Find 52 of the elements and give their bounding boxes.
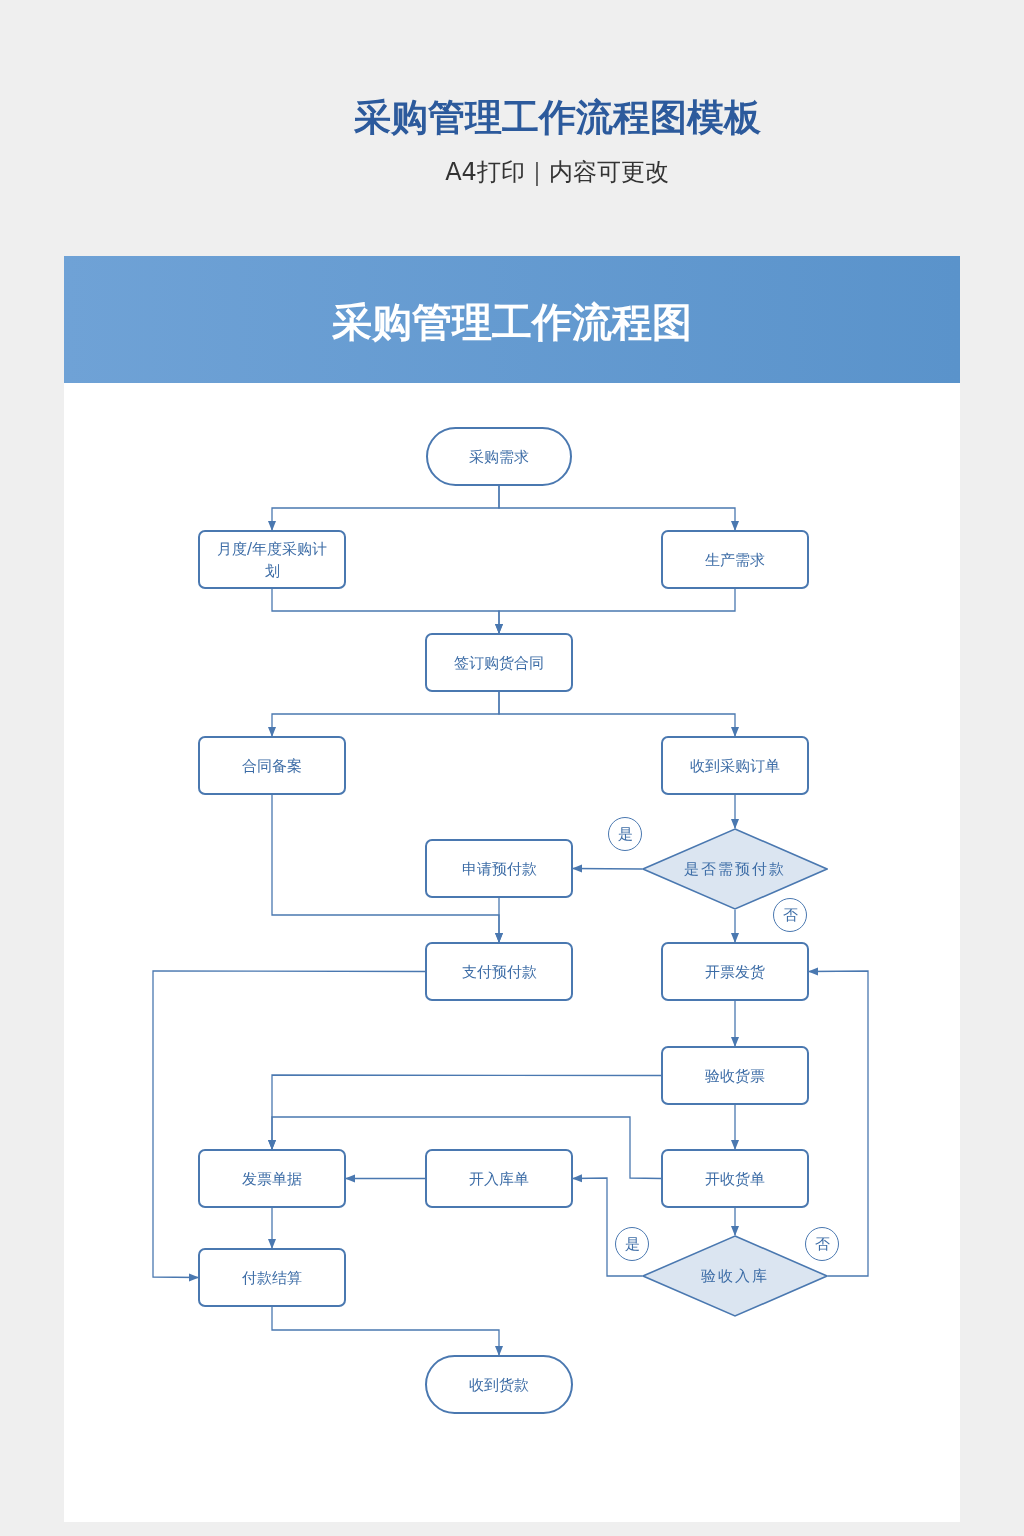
diagram-title: 采购管理工作流程图 [331,298,693,347]
connector-arrow [731,1207,739,1236]
node-label: 开入库单 [468,1168,530,1190]
process-box [661,1149,809,1208]
node-label: 收到货款 [468,1374,530,1396]
connector-arrow [731,794,739,829]
connector-arrow [495,588,736,634]
connector-arrow [495,897,503,943]
connector-arrow [271,1306,503,1356]
node-label: 开票发货 [704,961,766,983]
connector-arrow [498,691,739,737]
process-box [425,839,573,898]
node-label: 申请预付款 [460,858,538,880]
node-label: 生产需求 [704,549,766,571]
node-label: 发票单据 [241,1168,303,1190]
node-label: 采购需求 [468,446,530,468]
decision-diamond [642,1235,828,1317]
node-label: 付款结算 [241,1267,303,1289]
connector-arrow [268,1207,276,1249]
connector-arrow [345,1174,426,1183]
node-label: 支付预付款 [460,961,538,983]
node-label: 合同备案 [241,755,303,777]
connector-arrow [152,970,426,1282]
process-box [198,1149,346,1208]
decision-diamond [642,828,828,910]
process-box [425,633,573,692]
connector-arrow [731,909,739,943]
connector-arrow [808,967,869,1277]
node-label: 验收货票 [704,1065,766,1087]
connector-arrow [572,864,643,873]
process-box [198,1248,346,1307]
process-box [425,1149,573,1208]
process-box [198,530,346,589]
connector-arrow [572,1174,643,1277]
node-label: 月度/年度采购计划 [215,538,329,582]
connector-arrow [268,1116,662,1180]
process-box [661,530,809,589]
process-box [661,736,809,795]
process-box [198,736,346,795]
process-box [661,942,809,1001]
connector-arrow [731,1104,739,1150]
page-heading: 采购管理工作流程图模板 [352,95,762,141]
connector-arrow [731,1000,739,1047]
node-label: 收到采购订单 [689,755,781,777]
node-label: 是否需预付款 [683,859,787,880]
node-label: 开收货单 [704,1168,766,1190]
node-label: 验收入库 [700,1266,770,1287]
subtitle: A4打印｜内容可更改 [444,157,670,188]
process-box [661,1046,809,1105]
connector-arrow [498,485,739,531]
process-box [425,942,573,1001]
node-label: 签订购货合同 [453,652,545,674]
